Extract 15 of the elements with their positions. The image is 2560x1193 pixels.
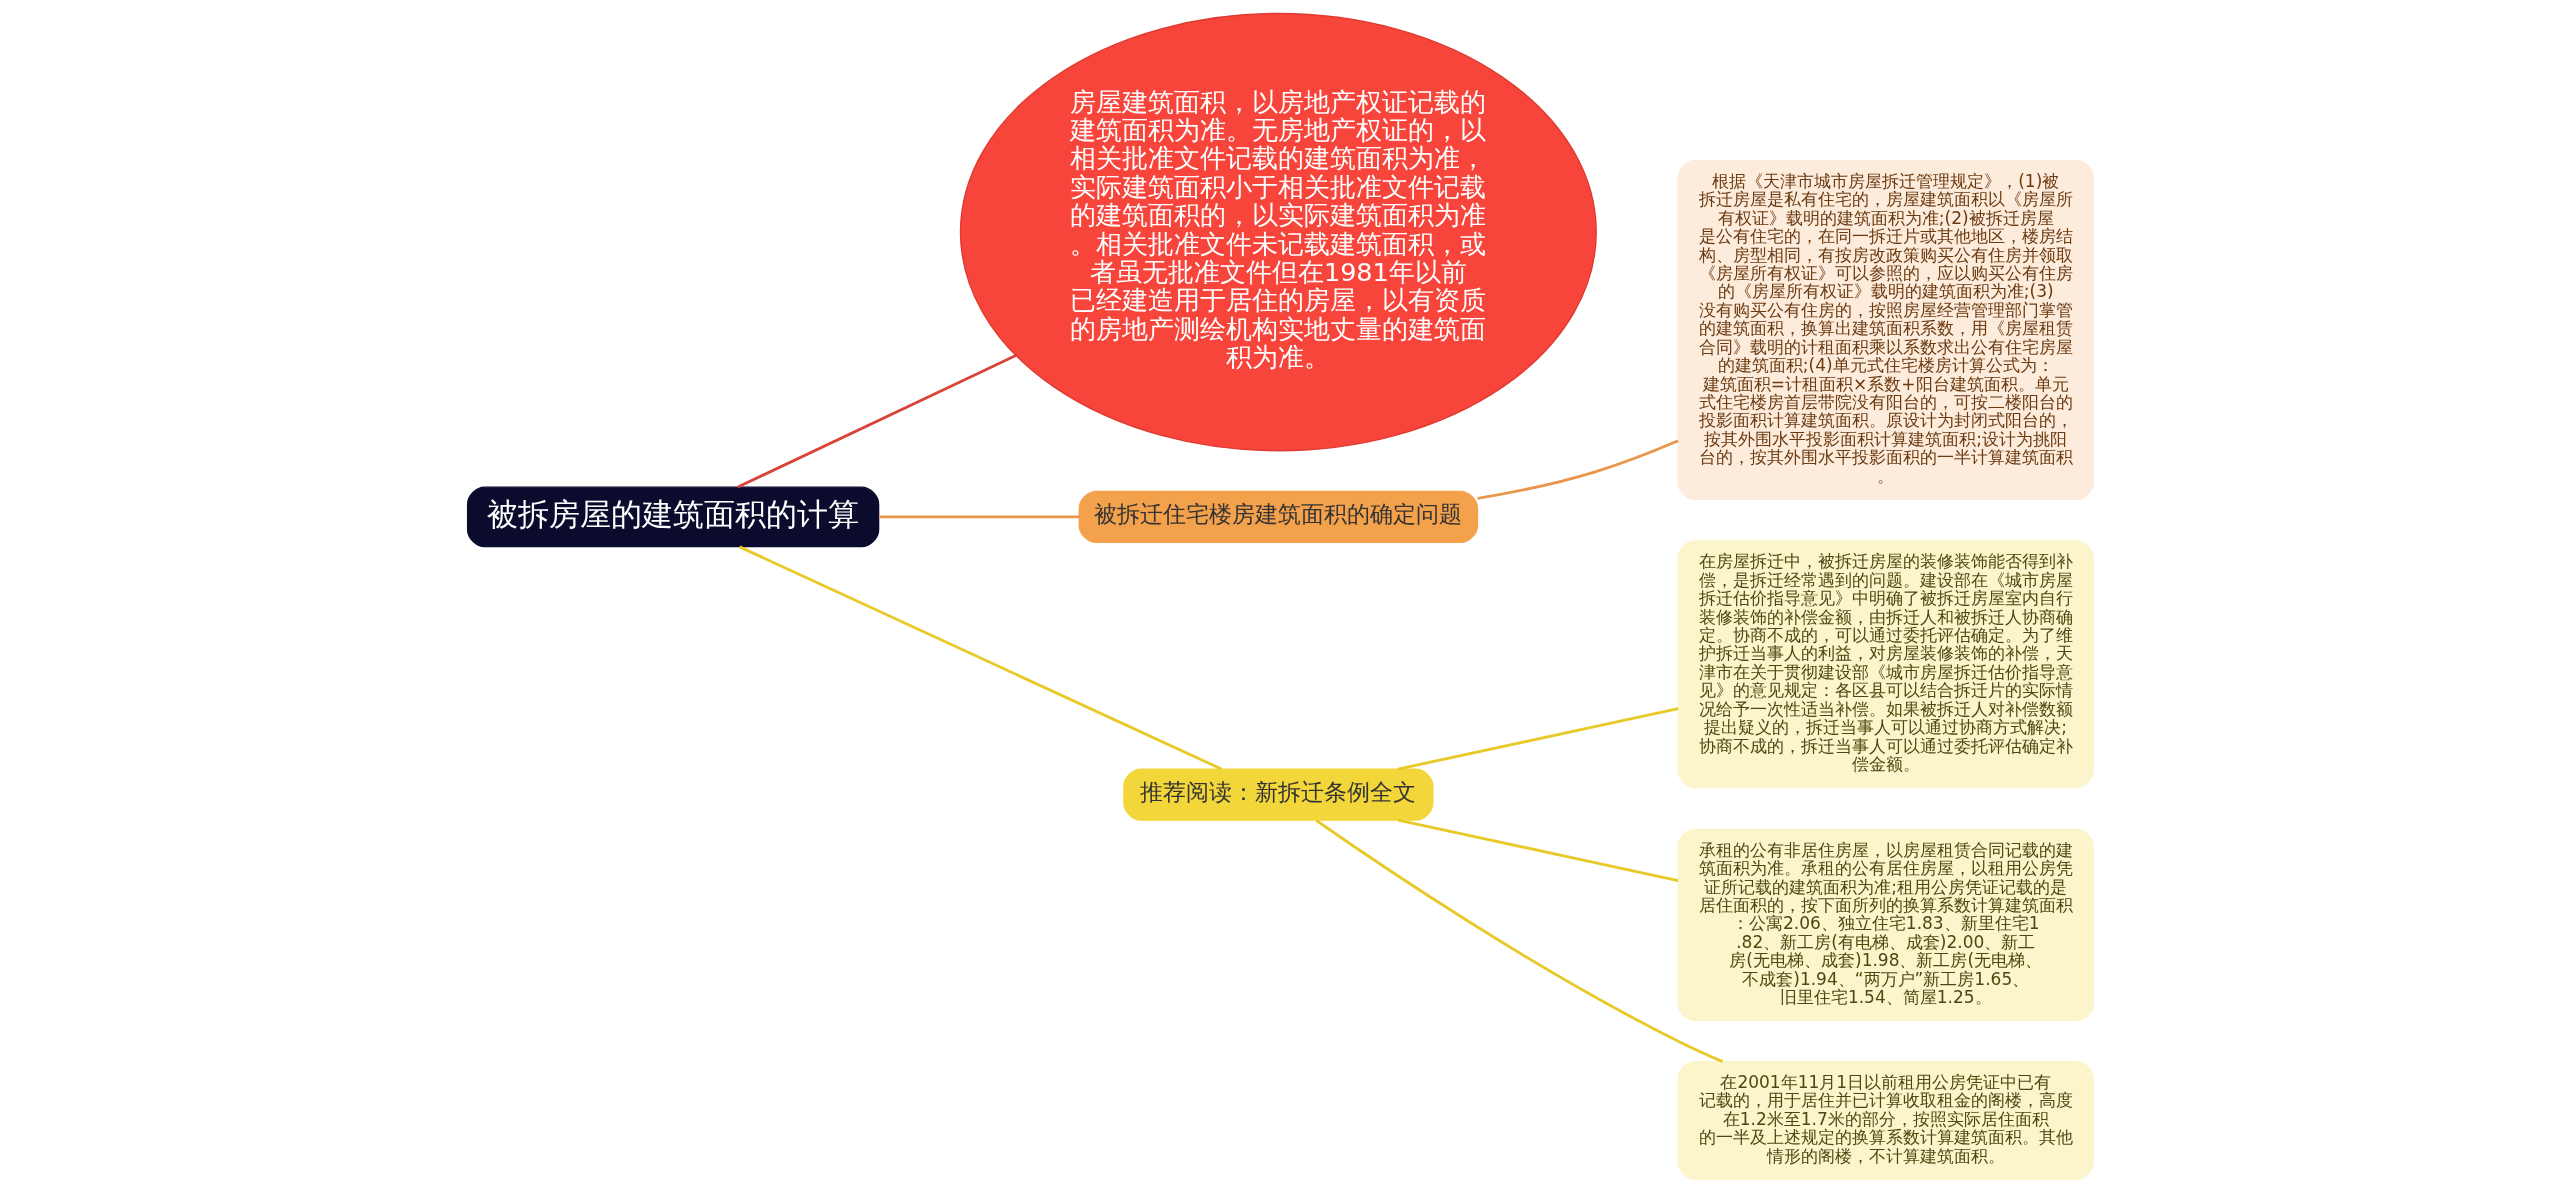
node-box: 推荐阅读：新拆迁条例全文: [1122, 768, 1433, 821]
connector: [1397, 818, 1678, 882]
node-box: 在2001年11月1日以前租用公房凭证中已有记载的，用于居住并已计算收取租金的阁楼，高度在1.2米至1.7米的部分，按照实际居住面积的一半及上述规定的换算系数计算建筑面积。其他情形的阁楼，不计算建筑面积。: [1676, 1061, 2094, 1181]
connector: [1476, 439, 1679, 500]
node-ellipse: 房屋建筑面积，以房地产权证记载的建筑面积为准。无房地产权证的，以相关批准文件记载的建筑面积为准，实际建筑面积小于相关批准文件记载的建筑面积的，以实际建筑面积为准。相关批准文件未记载建筑面积，或者虽无批准文件但在1981年以前已经建造用于居住的房屋，以有资质的房地产测绘机构实地丈量的建筑面积为准。: [959, 12, 1597, 452]
node-box: 被拆迁住宅楼房建筑面积的确定问题: [1078, 490, 1478, 544]
node-box: 在房屋拆迁中，被拆迁房屋的装修装饰能否得到补偿，是拆迁经常遇到的问题。建设部在《城市房屋拆迁估价指导意见》中明确了被拆迁房屋室内自行装修装饰的补偿金额，由拆迁人和被拆迁人协商确定。协商不成的，可以通过委托评估确定。为了维护拆迁当事人的利益，对房屋装修装饰的补偿，天津市在关于贯彻建设部《城市房屋拆迁估价指导意见》的意见规定：各区县可以结合拆迁片的实际情况给予一次性适当补偿。如果被拆迁人对补偿数额提出疑义的，拆迁当事人可以通过协商方式解决;协商不成的，拆迁当事人可以通过委托评估确定补偿金额。: [1676, 540, 2094, 789]
connector: [878, 515, 1079, 519]
connector: [1315, 819, 1723, 1063]
node-box: 被拆房屋的建筑面积的计算: [466, 486, 879, 548]
connector: [738, 545, 1222, 771]
node-box: 承租的公有非居住房屋，以房屋租赁合同记载的建筑面积为准。承租的公有居住房屋，以租用公房凭证所记载的建筑面积为准;租用公房凭证记载的是居住面积的，按下面所列的换算系数计算建筑面积：公寓2.06、独立住宅1.83、新里住宅1.82、新工房(有电梯、成套)2.00、新工房(无电梯、成套)1.98、新工房(无电梯、不成套)1.94、“两万户”新工房1.65、旧里住宅1.54、简屋1.25。: [1676, 828, 2094, 1022]
node-box: 根据《天津市城市房屋拆迁管理规定》，(1)被拆迁房屋是私有住宅的，房屋建筑面积以《房屋所有权证》载明的建筑面积为准;(2)被拆迁房屋是公有住宅的，在同一拆迁片或其他地区，楼房结构、房型相同，有按房改政策购买公有住房并领取《房屋所有权证》可以参照的，应以购买公有住房的《房屋所有权证》载明的建筑面积为准;(3)没有购买公有住房的，按照房屋经营管理部门掌管的建筑面积，换算出建筑面积系数，用《房屋租赁合同》载明的计租面积乘以系数求出公有住宅房屋的建筑面积;(4)单元式住宅楼房计算公式为：建筑面积=计租面积×系数+阳台建筑面积。单元式住宅楼房首层带院没有阳台的，可按二楼阳台的投影面积计算建筑面积。原设计为封闭式阳台的，按其外围水平投影面积计算建筑面积;设计为挑阳台的，按其外围水平投影面积的一半计算建筑面积。: [1676, 159, 2094, 500]
connector: [1397, 707, 1678, 771]
connector: [736, 354, 1016, 489]
